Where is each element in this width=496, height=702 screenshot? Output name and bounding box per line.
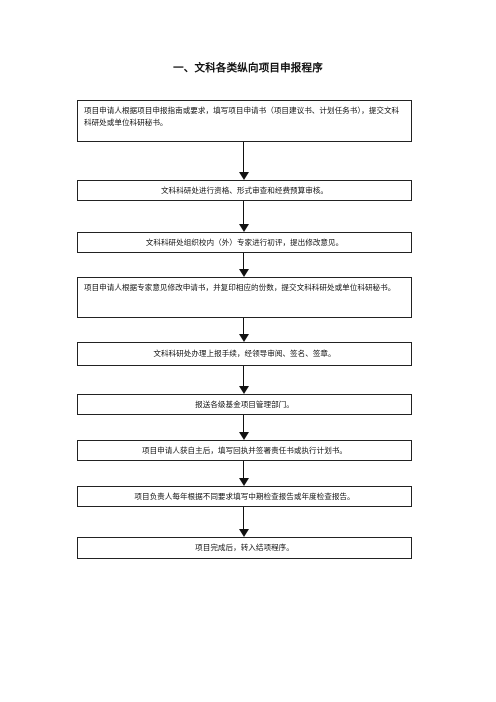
flow-arrow-1	[239, 142, 249, 180]
flow-step-2: 文科科研处进行资格、形式审查和经费预算审核。	[77, 180, 412, 201]
flow-arrow-8	[239, 507, 249, 537]
flow-step-3: 文科科研处组织校内（外）专家进行初评，提出修改意见。	[77, 232, 412, 253]
flow-arrow-3	[239, 253, 249, 277]
flow-step-5: 文科科研处办理上报手续，经领导审阅、签名、签章。	[77, 342, 412, 366]
flow-arrow-4	[239, 318, 249, 342]
flow-arrow-5	[239, 366, 249, 394]
flow-step-4: 项目申请人根据专家意见修改申请书，并复印相应的份数，提交文科科研处或单位科研秘书…	[77, 277, 412, 318]
flow-arrow-6	[239, 415, 249, 440]
page-title: 一、文科各类纵向项目申报程序	[173, 62, 323, 74]
flow-arrow-2	[239, 201, 249, 232]
flow-arrow-7	[239, 461, 249, 486]
flow-step-9: 项目完成后，转入结项程序。	[77, 537, 412, 559]
flow-step-7: 项目申请人获自主后，填写回执并签署责任书或执行计划书。	[77, 440, 412, 461]
flow-step-1: 项目申请人根据项目申报指南或要求，填写项目申请书（项目建议书、计划任务书），提交…	[77, 100, 412, 142]
flow-step-8: 项目负责人每年根据不同要求填写中期检查报告或年度检查报告。	[77, 486, 412, 507]
flow-step-6: 报送各级基金项目管理部门。	[77, 394, 412, 415]
